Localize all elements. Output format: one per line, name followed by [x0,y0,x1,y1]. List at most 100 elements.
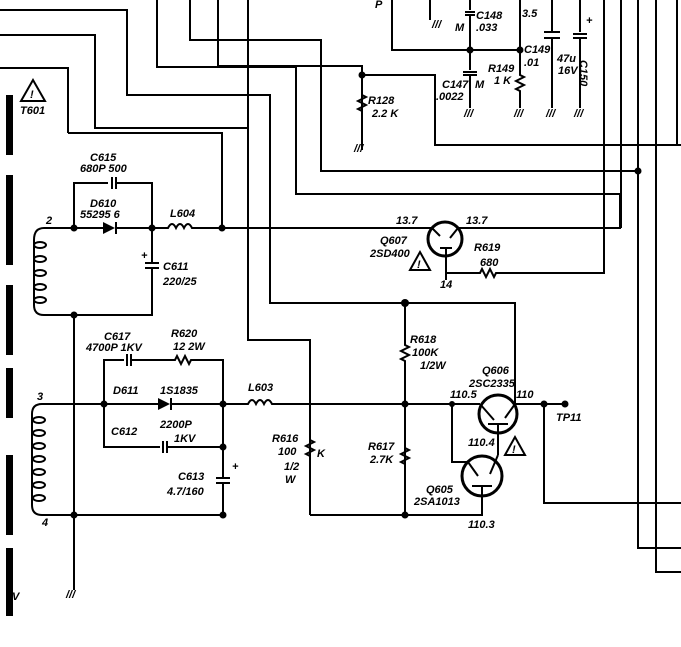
c147-value: .0022 [436,91,464,103]
r616-power2: W [285,474,297,486]
wire [405,302,516,404]
core-bar [6,285,13,355]
transistor-q606 [477,393,519,455]
q606-part: 2SC2335 [468,378,516,390]
c149-ref: C149 [524,44,551,56]
wire [391,0,521,51]
top-node-voltage: 3.5 [522,8,538,20]
ground-icon: /// [573,108,585,120]
r128-ref: R128 [368,95,395,107]
svg-text:!: ! [417,259,421,271]
r149-ref: R149 [488,63,515,75]
resistor-r128 [355,75,369,145]
q606-v-left: 110.5 [450,389,478,401]
q605-v-bottom: 110.3 [468,519,495,531]
q607-v-bottom: 14 [440,279,452,291]
wire [217,0,681,146]
r618-ref: R618 [410,334,437,346]
core-bar [6,175,13,265]
capacitor-c615 [73,177,153,228]
transformer-bottom-label: V [12,591,21,603]
warning-icon: ! [19,77,47,102]
c615-value: 680P 500 [80,163,128,175]
c149-value: .01 [524,57,539,69]
warning-icon: ! [408,249,432,271]
r618-power: 1/2W [420,360,447,372]
ground-icon: /// [65,589,77,601]
wire [543,404,681,504]
c617-value: 4700P 1KV [85,342,144,354]
c612-rating: 1KV [174,433,197,445]
c147-ref: C147 [442,79,469,91]
wire [655,0,681,573]
d611-ref: D611 [113,385,138,397]
resistor-r619 [446,195,605,280]
core-bar [6,455,13,535]
c615-ref: C615 [90,152,117,164]
r617-ref: R617 [368,441,395,453]
node-p-label: P [375,0,383,11]
q607-part: 2SD400 [369,248,411,260]
c148-value: .033 [476,22,497,34]
r616-power1: 1/2 [284,461,299,473]
winding-coils [33,241,47,304]
r618-value: 100K [412,347,439,359]
capacitor-c613 [216,404,230,515]
wire [0,9,405,304]
transformer-core [6,95,13,616]
c612-value: 2200P [159,419,192,431]
l603-ref: L603 [248,382,273,394]
transistor-q607 [420,220,621,280]
r620-value: 12 2W [173,341,206,353]
wire [405,498,483,516]
svg-text:!: ! [512,444,516,456]
r616-ref: R616 [272,433,299,445]
q606-v-right: 110 [516,389,534,401]
wire [637,0,681,549]
junction [634,167,642,175]
r617-value: 2.7K [369,454,394,466]
ground-icon: /// [353,143,365,155]
inductor-l603 [223,399,480,407]
capacitor-c148 [465,0,475,50]
inductor-l604 [152,223,222,231]
core-bar [6,95,13,155]
t601-label: T601 [20,105,45,117]
capacitor-c149 [544,0,560,108]
pin-2-label: 2 [45,215,52,227]
wire [451,404,468,463]
pin-4-label: 4 [41,517,48,529]
wire [189,0,640,172]
l604-ref: L604 [170,208,195,220]
diode-d611 [158,398,170,410]
d610-ref: D610 [90,198,117,210]
c613-value: 4.7/160 [166,486,205,498]
ground-icon: /// [431,19,443,31]
r149-value: 1 K [494,75,512,87]
resistor-r149 [513,50,527,108]
capacitor-c617-resistor-r620 [103,353,224,404]
q607-ref: Q607 [380,235,408,247]
resistor-r618 [398,303,412,515]
junction [401,400,409,408]
resistor-r616 [303,439,317,457]
c148-mark: M [455,22,465,34]
plus-sign: + [232,461,239,473]
q605-ref: Q605 [426,484,454,496]
svg-text:!: ! [30,89,34,101]
c613-ref: C613 [178,471,204,483]
q606-v-bottom: 110.4 [468,437,495,449]
winding-secondary [31,403,74,516]
c611-ref: C611 [163,261,188,273]
c148-ref: C148 [476,10,503,22]
capacitor-c150 [573,0,587,108]
tp11-label: TP11 [556,412,581,424]
c147-mark: M [475,79,485,91]
warning-icon: ! [503,434,527,456]
plus-sign: + [586,15,593,27]
wire [68,132,223,228]
r619-ref: R619 [474,242,501,254]
ground-icon: /// [545,108,557,120]
r620-ref: R620 [171,328,198,340]
